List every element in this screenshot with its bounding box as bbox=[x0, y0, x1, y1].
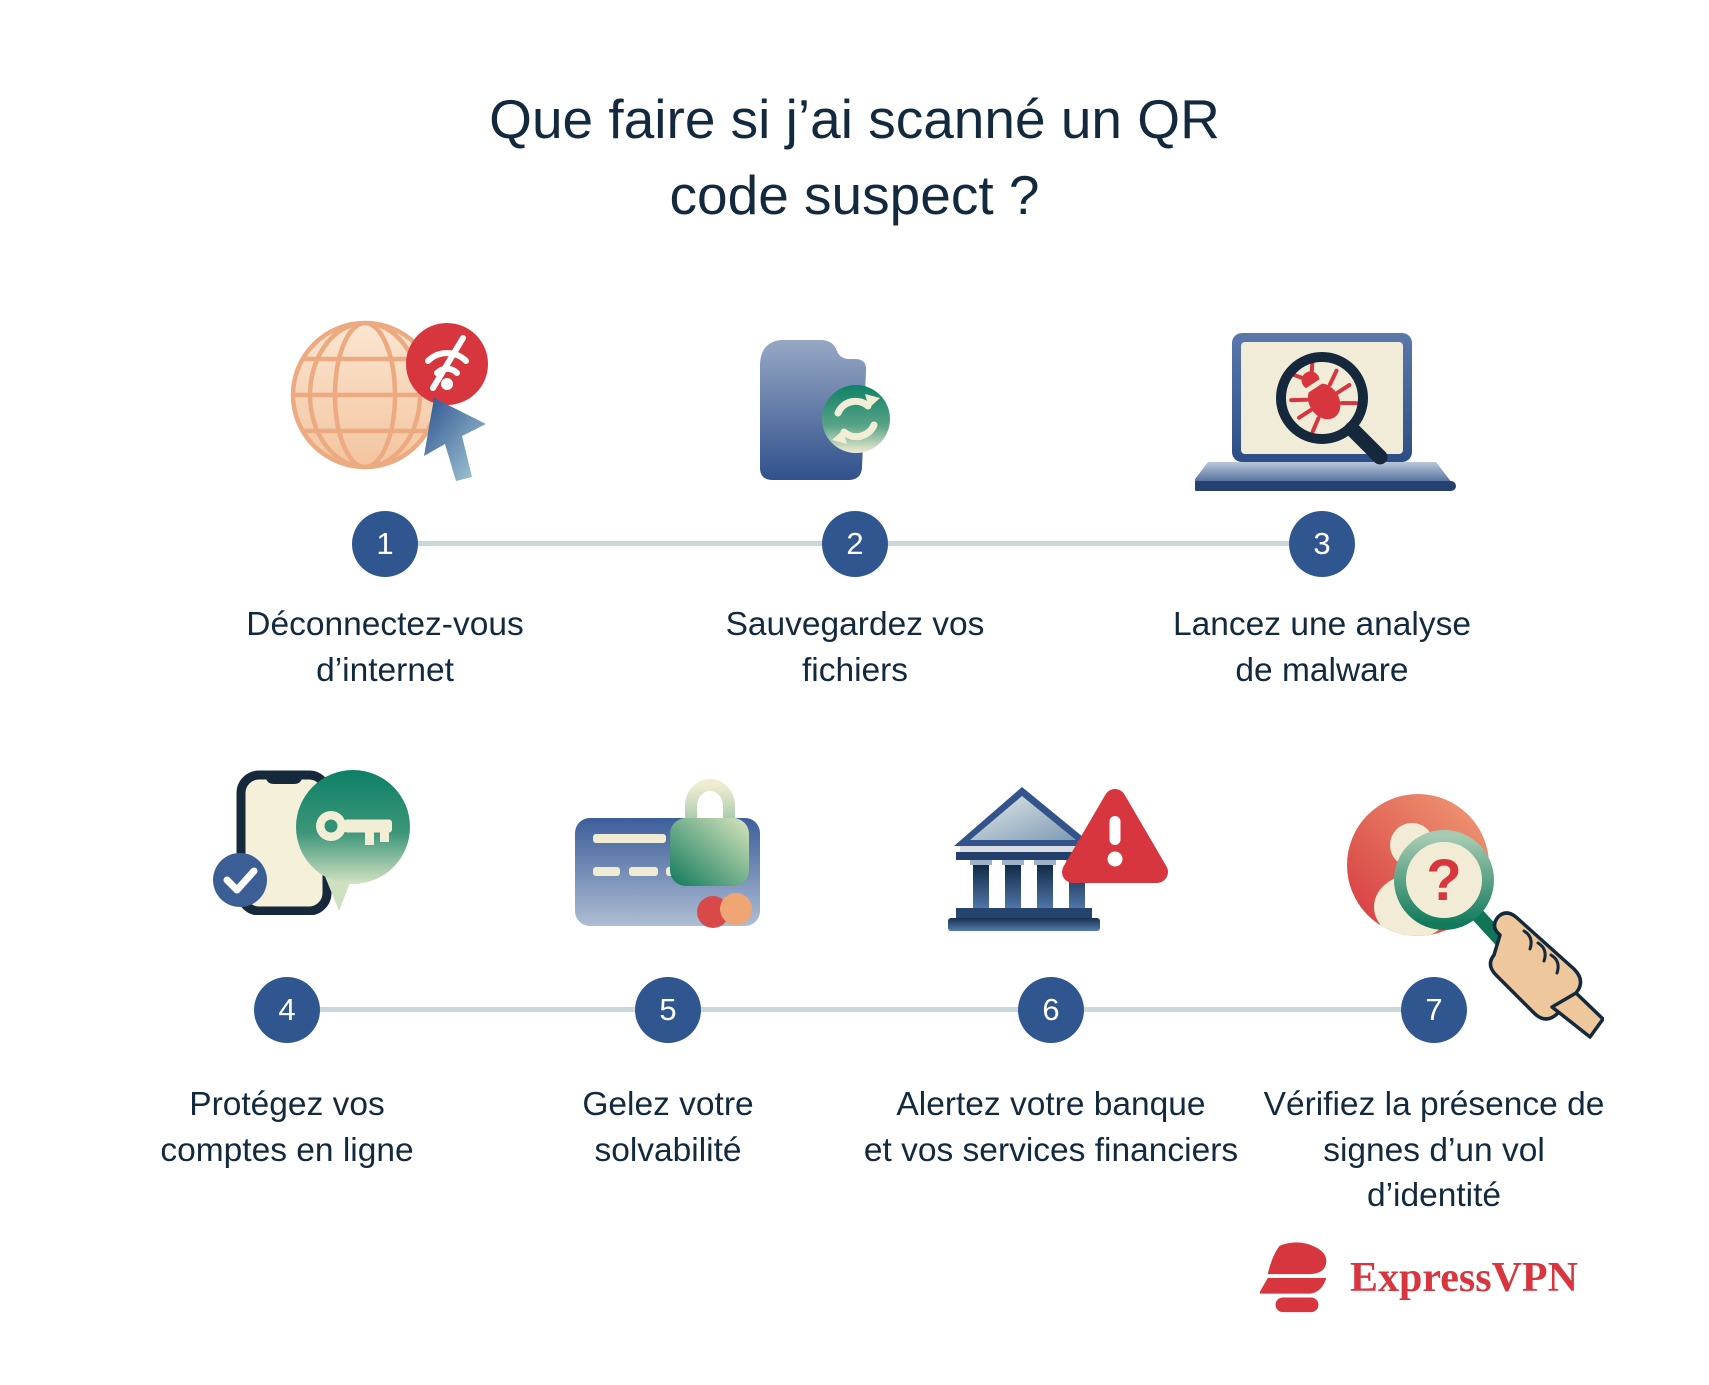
step-number-badge-5: 5 bbox=[635, 977, 701, 1043]
step-label-3: Lancez une analyse de malware bbox=[1173, 606, 1471, 689]
brand-logo: ExpressVPN bbox=[1258, 1240, 1578, 1316]
step-number-badge-2: 2 bbox=[822, 511, 888, 577]
brand-wordmark: ExpressVPN bbox=[1350, 1255, 1578, 1301]
step-label-4: Protégez vos comptes en ligne bbox=[160, 1086, 414, 1169]
step-label-2: Sauvegardez vos fichiers bbox=[725, 606, 985, 689]
folder-sync-icon bbox=[760, 340, 890, 480]
step-number-badge-7: 7 bbox=[1401, 977, 1467, 1043]
identity-search-icon: ? bbox=[1347, 794, 1604, 1039]
step-number-badge-3: 3 bbox=[1289, 511, 1355, 577]
step-number-badge-6: 6 bbox=[1018, 977, 1084, 1043]
row2-connector-line bbox=[287, 1007, 1434, 1012]
bank-alert-icon bbox=[948, 787, 1168, 931]
expressvpn-logo-icon bbox=[1259, 1242, 1327, 1313]
step-label-7: Vérifiez la présence de signes d’un vol … bbox=[1263, 1086, 1605, 1215]
step-number-badge-4: 4 bbox=[254, 977, 320, 1043]
step-label-1: Déconnectez-vous d’internet bbox=[246, 606, 524, 689]
credit-card-lock-icon bbox=[575, 779, 760, 928]
svg-text:?: ? bbox=[1426, 848, 1461, 913]
phone-key-check-icon bbox=[213, 770, 410, 915]
step-label-6: Alertez votre banque et vos services fin… bbox=[863, 1086, 1239, 1169]
step-number-badge-1: 1 bbox=[352, 511, 418, 577]
step-label-5: Gelez votre solvabilité bbox=[582, 1086, 754, 1169]
laptop-malware-scan-icon bbox=[1195, 333, 1456, 491]
globe-wifi-off-icon bbox=[290, 320, 488, 481]
page-title: Que faire si j’ai scanné un QR code susp… bbox=[489, 88, 1220, 226]
